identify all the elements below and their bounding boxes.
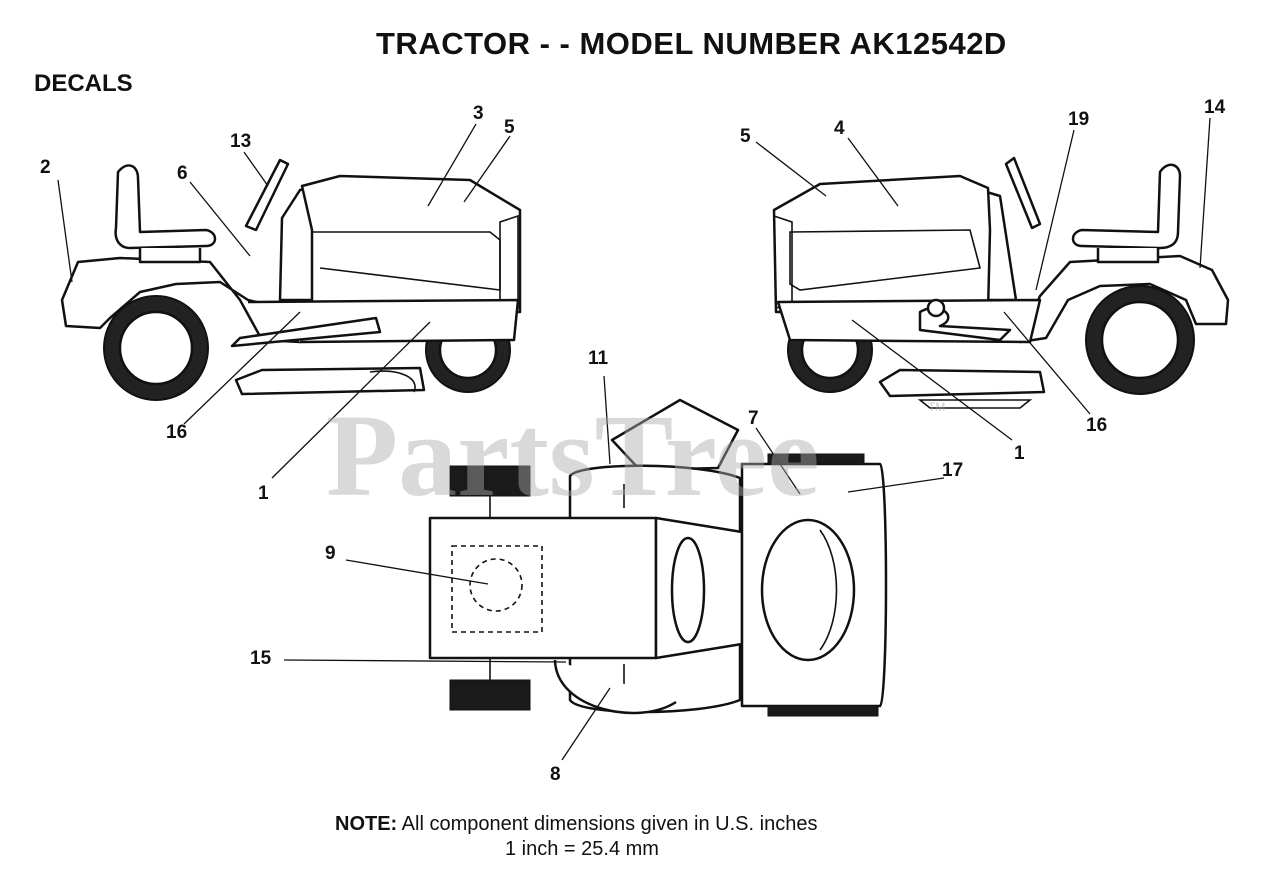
callout-6: 6 [177,163,188,184]
note-prefix: NOTE: [335,813,398,835]
right-hood [772,174,992,314]
unit-conversion: 1 inch = 25.4 mm [505,838,659,860]
callout-1-left: 1 [258,483,269,504]
callout-8: 8 [550,764,561,785]
callout-19: 19 [1068,109,1090,130]
callout-5-left: 5 [504,117,515,138]
callout-2: 2 [40,157,51,178]
section-label: DECALS [34,70,133,97]
callout-5-right: 5 [740,126,751,147]
page-title: TRACTOR - - MODEL NUMBER AK12542D [376,26,1007,61]
top-rear-tire-upper [449,465,531,497]
note-text: All component dimensions given in U.S. i… [397,813,818,835]
callout-7: 7 [748,408,759,429]
callout-16-right: 16 [1086,415,1108,436]
callout-17: 17 [942,460,964,481]
callout-13: 13 [230,131,252,152]
top-rear-tire-lower [449,679,531,711]
callout-16-left: 16 [166,422,188,443]
watermark-text: PartsTree [326,390,820,521]
callout-11: 11 [588,348,609,369]
callout-4: 4 [834,118,845,139]
dimension-note: NOTE: All component dimensions given in … [335,813,817,836]
watermark-trademark: TM [928,400,946,414]
callout-14: 14 [1204,97,1226,118]
right-side-view [772,156,1230,409]
right-seat [1071,163,1182,250]
callout-9: 9 [325,543,336,564]
top-view [428,398,888,717]
left-seat [114,164,217,250]
callout-1-right: 1 [1014,443,1025,464]
left-side-view [60,158,522,401]
callout-3: 3 [473,103,484,124]
top-rear-deck [428,516,658,660]
left-hood [300,174,522,314]
leader-lines [57,117,1211,761]
callout-15: 15 [250,648,272,669]
